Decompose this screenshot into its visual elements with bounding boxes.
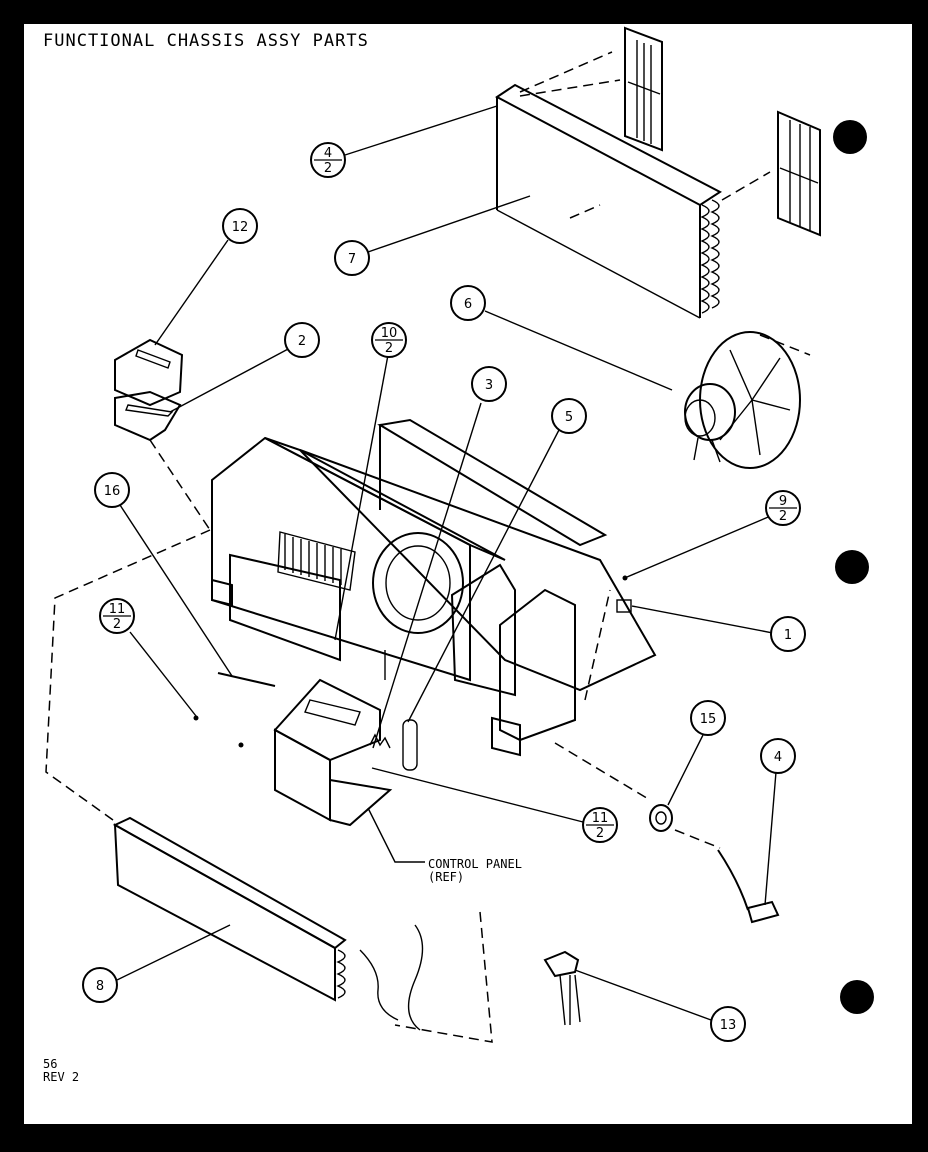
- control-panel-label: CONTROL PANEL: [428, 857, 522, 871]
- svg-text:10: 10: [381, 326, 398, 341]
- callout-13: 13: [710, 1006, 746, 1042]
- callout-6: 6: [450, 285, 486, 321]
- svg-text:12: 12: [232, 220, 249, 235]
- chassis-housing: [211, 418, 657, 757]
- condenser-grille-left: [624, 26, 663, 152]
- revision-label: REV 2: [43, 1070, 80, 1084]
- callout-5: 5: [551, 398, 587, 434]
- callout-2: 2: [284, 322, 320, 358]
- svg-text:2: 2: [113, 617, 121, 632]
- registration-dot-top: [833, 120, 867, 154]
- page-number: 56: [43, 1057, 58, 1071]
- drawing-sheet: [24, 24, 912, 1124]
- callout-7: 7: [334, 240, 370, 276]
- svg-text:13: 13: [720, 1018, 737, 1033]
- svg-text:5: 5: [565, 410, 573, 425]
- callout-10-2: 102: [371, 322, 407, 358]
- svg-text:2: 2: [779, 509, 787, 524]
- callout-11-2-left: 112: [99, 598, 135, 634]
- svg-text:2: 2: [596, 826, 604, 841]
- svg-text:7: 7: [348, 252, 356, 267]
- page-footer: 56 REV 2: [43, 1058, 79, 1084]
- condenser-grille-right: [777, 110, 821, 237]
- condenser-fan: [684, 331, 801, 469]
- registration-dot-bottom: [840, 980, 874, 1014]
- registration-dot-middle: [835, 550, 869, 584]
- svg-text:9: 9: [779, 494, 787, 509]
- svg-text:15: 15: [700, 712, 717, 727]
- svg-text:16: 16: [104, 484, 121, 499]
- control-box: [114, 338, 184, 442]
- callout-4: 4: [760, 738, 796, 774]
- svg-text:2: 2: [385, 341, 393, 356]
- svg-text:11: 11: [592, 811, 609, 826]
- svg-text:11: 11: [109, 602, 126, 617]
- svg-text:2: 2: [324, 161, 332, 176]
- callout-11-2-right: 112: [582, 807, 618, 843]
- page-title: FUNCTIONAL CHASSIS ASSY PARTS: [43, 31, 369, 51]
- callout-3: 3: [471, 366, 507, 402]
- svg-text:4: 4: [324, 146, 332, 161]
- leader-lines: [116, 105, 777, 1021]
- svg-text:3: 3: [485, 378, 493, 393]
- callout-9-2: 92: [765, 490, 801, 526]
- small-parts: [193, 575, 780, 1026]
- svg-text:1: 1: [784, 628, 792, 643]
- svg-text:2: 2: [298, 334, 306, 349]
- control-panel: [273, 678, 418, 827]
- callout-1: 1: [770, 616, 806, 652]
- svg-text:4: 4: [774, 750, 782, 765]
- control-panel-ref-label: (REF): [428, 870, 464, 884]
- evaporator-coil: [112, 816, 424, 1031]
- callout-16: 16: [94, 472, 130, 508]
- svg-text:8: 8: [96, 979, 104, 994]
- callout-8: 8: [82, 967, 118, 1003]
- svg-text:6: 6: [464, 297, 472, 312]
- callout-12: 12: [222, 208, 258, 244]
- callout-4-2: 42: [310, 142, 346, 178]
- callout-15: 15: [690, 700, 726, 736]
- condenser-coil: [495, 83, 722, 319]
